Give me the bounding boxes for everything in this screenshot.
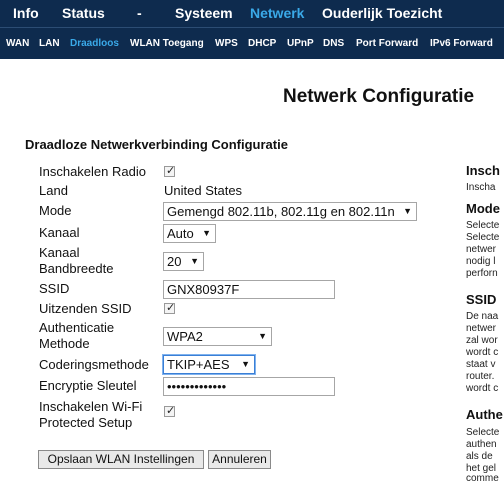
help-text-ssid: staat v [466,359,496,370]
land-label: Land [39,183,68,198]
ssid-input[interactable]: GNX80937F [163,280,335,299]
cancel-button[interactable]: Annuleren [208,450,271,469]
bandbreedte-select[interactable]: 20 ▼ [163,252,204,271]
uitzenden-ssid-checkbox[interactable] [164,301,175,314]
help-text-ssid: netwer [466,323,497,334]
tab-upnp[interactable]: UPnP [287,38,314,49]
help-text-auth: het gel [466,463,497,474]
tab-ipv6-forward[interactable]: IPv6 Forward [430,38,493,49]
tab-draadloos[interactable]: Draadloos [70,38,119,49]
section-title: Draadloze Netwerkverbinding Configuratie [25,137,288,152]
tab-wan[interactable]: WAN [6,38,30,49]
codering-label: Coderingsmethode [39,357,149,372]
help-text-radio: Inscha [466,182,496,193]
triangle-down-icon: ▼ [241,359,250,369]
help-text-ssid: zal wor [466,335,498,346]
tab-port-forward[interactable]: Port Forward [356,38,419,49]
mode-select[interactable]: Gemengd 802.11b, 802.11g en 802.11n ▼ [163,202,417,221]
page-title: Netwerk Configuratie [283,86,475,107]
mode-select-value: Gemengd 802.11b, 802.11g en 802.11n [167,204,395,219]
help-text-mode: Selecte [466,220,500,231]
triangle-down-icon: ▼ [202,228,211,238]
wps-checkbox[interactable] [164,404,175,417]
tab-dns[interactable]: DNS [323,38,345,49]
top-nav-info[interactable]: Info [13,5,39,21]
help-text-ssid: De naa [466,311,499,322]
tab-dhcp[interactable]: DHCP [248,38,277,49]
ssid-label: SSID [39,281,70,296]
top-nav: Info Status - Systeem Netwerk Ouderlijk … [0,0,504,27]
kanaal-select[interactable]: Auto ▼ [163,224,216,243]
bandbreedte-select-value: 20 [167,254,182,269]
help-heading-ssid: SSID [466,292,497,307]
help-text-mode: Selecte [466,232,500,243]
sub-nav: WAN LAN Draadloos WLAN Toegang WPS DHCP … [0,27,504,59]
sleutel-label: Encryptie Sleutel [39,378,137,393]
radio-label: Inschakelen Radio [39,164,146,179]
triangle-down-icon: ▼ [403,206,412,216]
top-nav-ouderlijk-toezicht[interactable]: Ouderlijk Toezicht [322,5,443,21]
tab-wps[interactable]: WPS [215,38,238,49]
triangle-down-icon: ▼ [190,256,199,266]
tab-wlan-toegang[interactable]: WLAN Toegang [130,38,204,49]
top-nav-systeem[interactable]: Systeem [175,5,233,21]
kanaal-select-value: Auto [167,226,194,241]
help-text-mode: perforn [466,268,498,279]
kanaal-label: Kanaal [39,225,80,240]
bandbreedte-label-line2: Bandbreedte [39,261,114,276]
auth-select[interactable]: WPA2 ▼ [163,327,272,346]
auth-select-value: WPA2 [167,329,203,344]
help-text-mode: netwer [466,244,497,255]
help-heading-auth: Authe [466,407,503,422]
land-value: United States [164,183,243,198]
help-text-auth: authen [466,439,497,450]
top-nav-status[interactable]: Status [62,5,105,21]
help-text-ssid: router. [466,371,495,382]
top-nav-separator: - [137,5,142,21]
encryptie-sleutel-input[interactable]: ••••••••••••• [163,377,335,396]
auth-label-line1: Authenticatie [39,320,115,335]
wps-label-line1: Inschakelen Wi-Fi [39,399,143,414]
help-text-ssid: wordt c [466,347,499,358]
wps-label-line2: Protected Setup [39,415,133,430]
help-text-auth: comme [466,473,499,484]
help-heading-radio: Insch [466,163,500,178]
auth-label-line2: Methode [39,336,90,351]
help-text-mode: nodig l [466,256,496,267]
save-wlan-button[interactable]: Opslaan WLAN Instellingen [38,450,204,469]
triangle-down-icon: ▼ [258,331,267,341]
help-heading-mode: Mode [466,201,500,216]
codering-select-value: TKIP+AES [167,357,230,372]
help-text-auth: als de [466,451,493,462]
uitzenden-ssid-label: Uitzenden SSID [39,301,132,316]
top-nav-netwerk[interactable]: Netwerk [250,5,305,21]
help-text-auth: Selecte [466,427,500,438]
mode-label: Mode [39,203,72,218]
help-text-ssid: wordt c [466,383,499,394]
bandbreedte-label-line1: Kanaal [39,245,80,260]
tab-lan[interactable]: LAN [39,38,60,49]
codering-select[interactable]: TKIP+AES ▼ [163,355,255,374]
radio-checkbox[interactable] [164,164,175,177]
